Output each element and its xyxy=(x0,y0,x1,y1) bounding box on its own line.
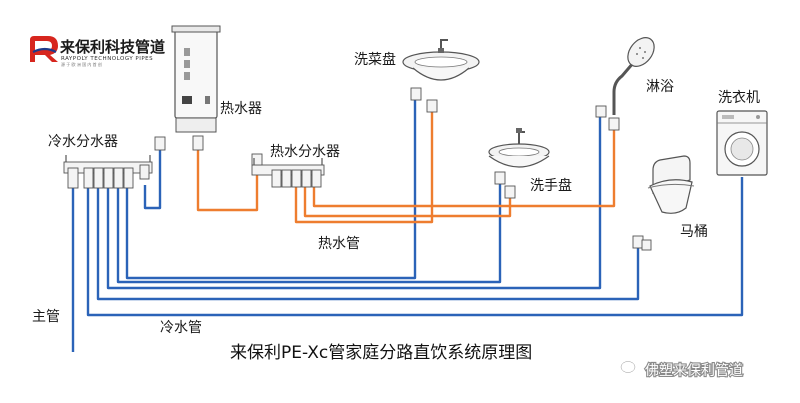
hot-to-basin-pipe xyxy=(303,186,512,218)
cold-to-shower-pipe xyxy=(106,115,602,290)
label-hot-water-heater: 热水器 xyxy=(220,101,262,117)
label-washing-machine: 洗衣机 xyxy=(718,90,760,106)
watermark-text: 佛塑来保利管道 xyxy=(645,363,743,379)
kitchen-sink-icon xyxy=(402,39,480,113)
water-heater-icon xyxy=(171,25,221,151)
toilet-icon xyxy=(632,155,695,251)
hot-water-manifold xyxy=(251,153,325,188)
label-shower: 淋浴 xyxy=(646,79,674,95)
logo-name: 来保利科技管道 xyxy=(59,38,165,56)
label-hand-basin: 洗手盘 xyxy=(530,177,572,194)
watermark: 佛塑来保利管道 xyxy=(620,360,744,380)
logo-tagline: 源 于 欧 洲 国 内 首 创 xyxy=(61,61,102,67)
cold-to-washer-pipe xyxy=(86,177,744,317)
hot-water-pipes xyxy=(196,107,616,224)
hot-to-kitchen-pipe xyxy=(294,107,434,224)
cold-water-manifold xyxy=(63,136,166,189)
cold-to-heater-pipe xyxy=(143,150,162,210)
label-toilet: 马桶 xyxy=(680,224,708,240)
label-hot-pipe: 热水管 xyxy=(318,236,360,252)
company-logo: 来保利科技管道 RAYPOLY TECHNOLOGY PIPES 源 于 欧 洲… xyxy=(30,36,165,67)
hot-to-shower-pipe xyxy=(312,129,616,208)
cold-to-kitchen-pipe xyxy=(125,93,417,280)
shower-head-icon xyxy=(595,37,655,131)
cold-water-pipes xyxy=(71,93,744,352)
logo-mark-icon xyxy=(30,36,58,62)
label-main-pipe: 主管 xyxy=(32,309,60,325)
label-cold-manifold: 冷水分水器 xyxy=(48,134,118,150)
logo-subtitle: RAYPOLY TECHNOLOGY PIPES xyxy=(61,56,153,62)
heater-to-hot-manifold-pipe xyxy=(196,150,259,212)
diagram-title: 来保利PE-Xc管家庭分路直饮系统原理图 xyxy=(230,343,532,363)
label-kitchen-sink: 洗菜盘 xyxy=(354,51,396,68)
label-cold-pipe: 冷水管 xyxy=(160,320,202,336)
hand-basin-icon xyxy=(488,128,550,199)
wechat-icon xyxy=(620,360,642,378)
cold-to-toilet-pipe xyxy=(96,186,640,301)
label-hot-manifold: 热水分水器 xyxy=(270,144,340,160)
cold-to-basin-pipe xyxy=(116,184,502,284)
washing-machine-icon xyxy=(716,110,768,176)
